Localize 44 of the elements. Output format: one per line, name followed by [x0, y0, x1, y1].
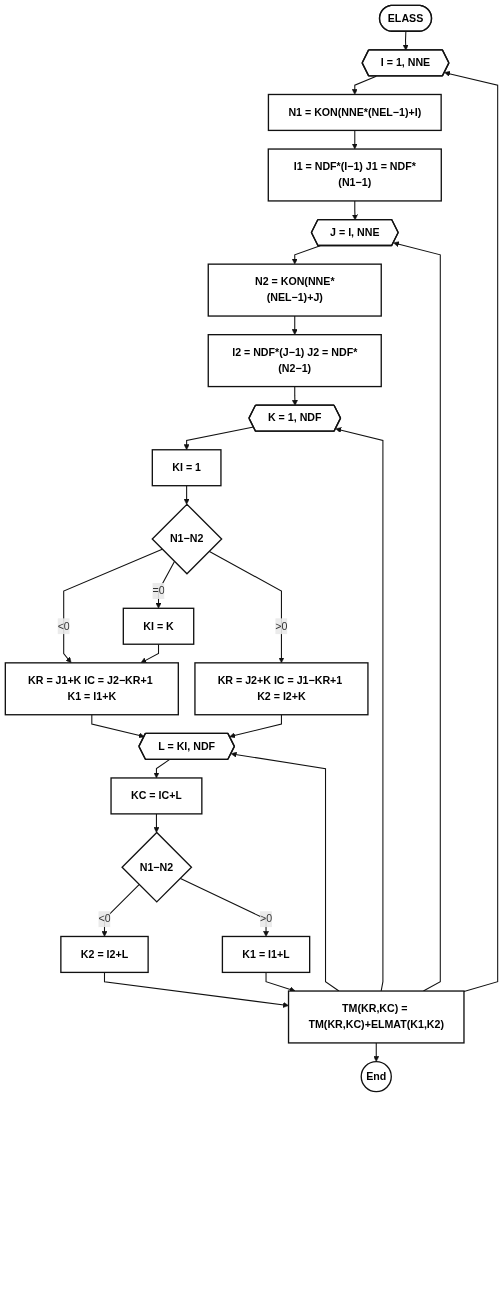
arrow — [63, 548, 163, 664]
node-box: KC = IC+L — [110, 777, 203, 815]
edge-label: <0 — [57, 620, 70, 632]
arrow — [179, 877, 269, 937]
node-diamond: N1−N2 — [151, 503, 223, 575]
arrow — [208, 550, 285, 664]
edge-label: >0 — [259, 913, 273, 925]
edge-label: <0 — [98, 913, 111, 925]
arrow — [351, 75, 377, 95]
arrow — [352, 200, 358, 221]
arrow — [230, 751, 340, 992]
node-box: KI = K — [122, 607, 195, 645]
arrow — [101, 884, 140, 937]
arrow — [393, 241, 441, 992]
node-diamond: N1−N2 — [121, 831, 193, 903]
node-box: I2 = NDF*(J−1) J2 = NDF*(N2−1) — [207, 334, 382, 388]
arrow — [402, 31, 409, 51]
node-box: KR = J2+K IC = J1−KR+1 K2 = I2+K — [194, 662, 369, 716]
arrow — [444, 70, 499, 993]
node-box: K1 = I1+L — [221, 935, 311, 974]
arrow — [140, 643, 160, 664]
arrow — [183, 485, 190, 505]
edge-label: =0 — [152, 585, 165, 597]
node-box: KI = 1 — [151, 449, 222, 487]
arrow — [351, 129, 358, 150]
node-box: I1 = NDF*(I−1) J1 = NDF*(N1−1) — [267, 148, 442, 202]
node-box: TM(KR,KC) = TM(KR,KC)+ELMAT(K1,K2) — [287, 990, 465, 1044]
arrow — [335, 427, 384, 992]
arrow — [373, 1042, 380, 1062]
arrow — [291, 386, 298, 406]
node-circle: End — [360, 1060, 392, 1093]
node-box: K2 = I2+L — [60, 935, 149, 974]
arrow — [103, 971, 289, 1008]
arrow — [153, 813, 160, 833]
arrow — [91, 714, 145, 739]
node-box: KR = J1+K IC = J2−KR+1 K1 = I1+K — [4, 662, 179, 716]
arrow — [229, 714, 282, 739]
edge-label: >0 — [275, 620, 288, 632]
arrow — [153, 759, 170, 779]
arrow — [265, 971, 296, 993]
arrow — [291, 315, 298, 335]
node-box: N2 = KON(NNE*(NEL−1)+J) — [207, 263, 382, 317]
node-box: N1 = KON(NNE*(NEL−1)+I) — [267, 93, 442, 132]
arrow — [291, 245, 321, 265]
